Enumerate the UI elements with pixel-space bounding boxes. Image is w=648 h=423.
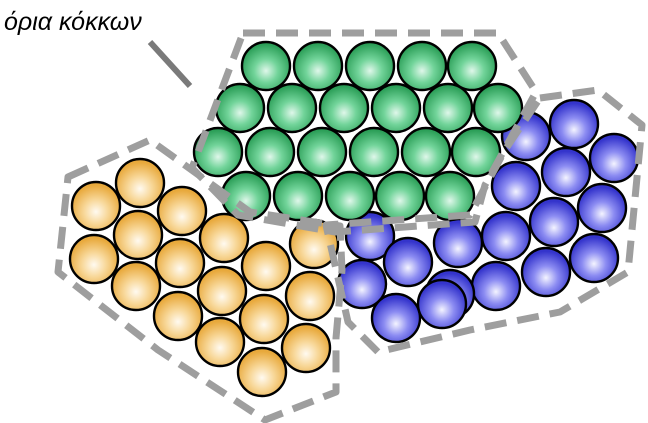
yellow-atom: [112, 209, 164, 261]
yellow-grain-boundary: [54, 136, 346, 423]
blue-atom: [588, 132, 640, 184]
green-atom: [472, 82, 524, 134]
blue-atom: [470, 260, 522, 312]
green-grain-boundary: [188, 29, 540, 236]
green-atom: [422, 82, 474, 134]
blue-atom: [382, 236, 434, 288]
blue-atom: [370, 292, 422, 344]
grain-boundaries-label: όρια κόκκων: [4, 8, 142, 36]
blue-atom: [416, 278, 468, 330]
green-atom: [244, 126, 296, 178]
green-atom: [396, 40, 448, 92]
yellow-atom: [194, 316, 246, 368]
green-atom: [324, 170, 376, 222]
yellow-atom: [280, 322, 332, 374]
green-atom: [214, 82, 266, 134]
blue-atom: [540, 146, 592, 198]
blue-atom: [520, 246, 572, 298]
green-atom: [400, 126, 452, 178]
green-atom: [266, 82, 318, 134]
yellow-atom: [196, 265, 248, 317]
yellow-atom: [68, 233, 120, 285]
blue-atom: [490, 160, 542, 212]
green-atom: [272, 170, 324, 222]
green-atom: [424, 170, 476, 222]
green-atom: [446, 40, 498, 92]
yellow-grain: [68, 157, 340, 398]
blue-atom: [568, 232, 620, 284]
blue-grain: [336, 98, 640, 344]
yellow-atom: [152, 290, 204, 342]
yellow-atom: [110, 260, 162, 312]
blue-grain-boundary: [322, 86, 646, 356]
yellow-atom: [114, 157, 166, 209]
green-atom: [374, 170, 426, 222]
green-atom: [318, 82, 370, 134]
green-atom: [450, 126, 502, 178]
green-atom: [370, 82, 422, 134]
green-atom: [292, 40, 344, 92]
blue-atom: [480, 210, 532, 262]
yellow-atom: [70, 180, 122, 232]
yellow-atom: [236, 346, 288, 398]
blue-atom: [528, 196, 580, 248]
blue-atom: [576, 182, 628, 234]
label-pointer-line: [147, 39, 193, 89]
yellow-atom: [238, 293, 290, 345]
green-atom: [296, 126, 348, 178]
green-atom: [344, 40, 396, 92]
blue-atom: [548, 98, 600, 150]
green-grain: [192, 40, 524, 222]
yellow-atom: [154, 237, 206, 289]
green-atom: [348, 126, 400, 178]
yellow-atom: [198, 212, 250, 264]
yellow-atom: [240, 240, 292, 292]
green-atom: [240, 40, 292, 92]
yellow-atom: [156, 185, 208, 237]
yellow-atom: [284, 270, 336, 322]
